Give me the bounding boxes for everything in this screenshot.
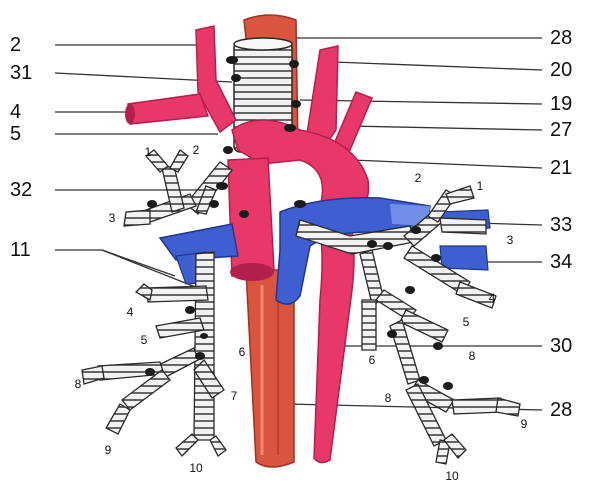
segment-label-left-3: 3 [507,234,514,246]
segment-label-right-8: 8 [75,378,82,390]
callout-right-9: 28 [550,400,572,420]
callout-left-2: 31 [10,63,32,83]
segment-label-left-8b: 8 [385,392,392,404]
callout-right-7: 34 [550,252,572,272]
callout-left-5: 32 [10,180,32,200]
callout-right-4: 27 [550,120,572,140]
segment-label-left-8a: 8 [469,350,476,362]
segment-label-right-1: 1 [145,146,152,158]
segment-label-right-5: 5 [141,334,148,346]
callout-right-1: 28 [550,28,572,48]
segment-label-right-2: 2 [193,144,200,156]
callout-left-6: 11 [10,240,31,260]
callout-left-4: 5 [10,124,21,144]
callout-right-3: 19 [550,94,572,114]
segment-label-right-4: 4 [127,306,134,318]
segment-label-left-1: 1 [477,180,484,192]
segment-label-left-5: 5 [463,316,470,328]
callout-right-2: 20 [550,60,572,80]
right-bronchial-tree [82,150,232,456]
segment-label-right-7: 7 [231,390,238,402]
segment-label-right-9: 9 [105,444,112,456]
segment-label-left-6: 6 [369,354,376,366]
callout-left-1: 2 [10,35,21,55]
segment-label-right-6: 6 [239,346,246,358]
segment-label-left-10: 10 [445,470,458,482]
segment-label-right-10: 10 [189,462,202,474]
segment-label-right-3: 3 [109,212,116,224]
segment-label-left-2: 2 [415,172,422,184]
callout-left-3: 4 [10,102,21,122]
callout-right-6: 33 [550,215,572,235]
callout-right-8: 30 [550,336,572,356]
segment-label-left-4: 4 [489,292,496,304]
segment-label-left-9: 9 [521,418,528,430]
callout-right-5: 21 [550,158,572,178]
